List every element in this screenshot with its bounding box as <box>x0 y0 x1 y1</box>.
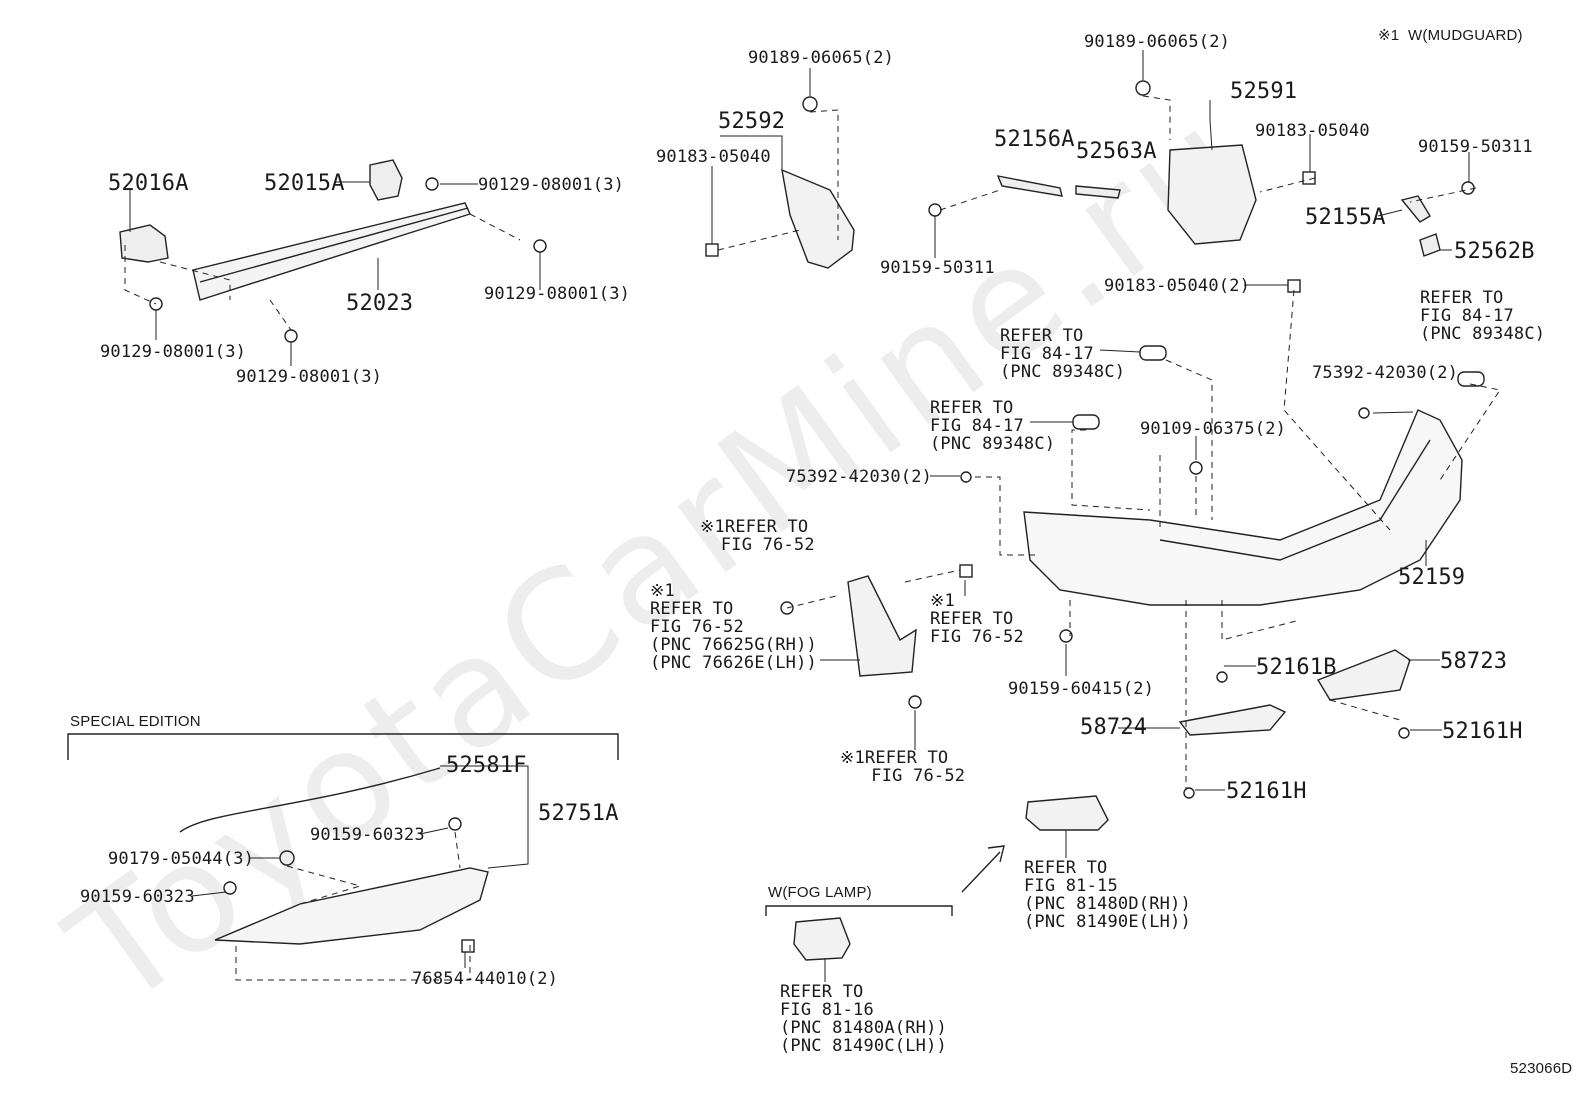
screw-90159-50311-b[interactable]: 90159-50311 <box>1418 137 1533 157</box>
screw-icon <box>1216 671 1228 683</box>
screw-icon <box>928 203 942 217</box>
clip-90183-05040-a[interactable]: 90183-05040 <box>656 147 771 167</box>
part-52023[interactable]: 52023 <box>346 291 414 316</box>
clip-icon <box>705 243 719 257</box>
part-52161B[interactable]: 52161B <box>1256 655 1337 680</box>
bolt-90129-08001-c[interactable]: 90129-08001(3) <box>100 342 247 362</box>
refer-fig-84-17-center[interactable]: REFER TO FIG 84-17 (PNC 89348C) <box>1000 326 1126 382</box>
refer-fig-81-16[interactable]: REFER TO FIG 81-16 (PNC 81480A(RH)) (PNC… <box>780 982 947 1056</box>
refer-fig-76-52-d[interactable]: ※1REFER TO FIG 76-52 <box>840 748 966 786</box>
parking-sensor-icon <box>1457 371 1485 387</box>
refer-fig-81-15[interactable]: REFER TO FIG 81-15 (PNC 81480D(RH)) (PNC… <box>1024 858 1191 932</box>
part-52155A[interactable]: 52155A <box>1305 205 1386 230</box>
part-58724[interactable]: 58724 <box>1080 715 1148 740</box>
clip-icon <box>959 564 973 578</box>
screw-90159-60323-b[interactable]: 90159-60323 <box>80 887 195 907</box>
under-cover-58724 <box>1178 704 1287 736</box>
side-bracket-52592 <box>781 168 855 269</box>
side-bracket-52591 <box>1167 144 1257 245</box>
retainer-52156A <box>996 175 1063 197</box>
screw-90159-60323-a[interactable]: 90159-60323 <box>310 825 425 845</box>
clip-90183-05040-b[interactable]: 90183-05040 <box>1255 121 1370 141</box>
bolt-icon <box>425 177 439 191</box>
parking-sensor-icon <box>1139 345 1167 361</box>
fog-lamp-bracket <box>765 905 953 916</box>
bolt-90109-06375[interactable]: 90109-06375(2) <box>1140 419 1287 439</box>
bolt-90129-08001-b[interactable]: 90129-08001(3) <box>484 284 631 304</box>
bolt-90129-08001-d[interactable]: 90129-08001(3) <box>236 367 383 387</box>
rivet-icon <box>960 471 972 483</box>
part-52592[interactable]: 52592 <box>718 109 786 134</box>
clip-52562B <box>1419 233 1441 257</box>
fog-lamp-bezel <box>793 917 851 961</box>
part-58723[interactable]: 58723 <box>1440 649 1508 674</box>
screw-icon <box>780 601 794 615</box>
screw-90159-60415[interactable]: 90159-60415(2) <box>1008 679 1155 699</box>
screw-icon <box>223 881 237 895</box>
nut-90179-05044[interactable]: 90179-05044(3) <box>108 849 255 869</box>
garnish-wire-52581F <box>179 767 441 833</box>
clip-90189-06065-a[interactable]: 90189-06065(2) <box>748 48 895 68</box>
part-52563A[interactable]: 52563A <box>1076 139 1157 164</box>
part-52591[interactable]: 52591 <box>1230 79 1298 104</box>
bolt-icon <box>533 239 547 253</box>
part-52562B[interactable]: 52562B <box>1454 239 1535 264</box>
refer-fig-84-17-right[interactable]: REFER TO FIG 84-17 (PNC 89348C) <box>1420 288 1546 344</box>
rivet-icon <box>1358 407 1370 419</box>
clip-90183-05040-2[interactable]: 90183-05040(2) <box>1104 276 1251 296</box>
bracket-52155A <box>1400 195 1431 223</box>
rivet-75392-42030-a[interactable]: 75392-42030(2) <box>1312 363 1459 383</box>
refer-fig-76-52-mudguard[interactable]: ※1 REFER TO FIG 76-52 (PNC 76625G(RH)) (… <box>650 581 817 673</box>
bracket-52016A <box>119 224 169 263</box>
screw-icon <box>448 817 462 831</box>
mudguard-icon <box>847 575 917 677</box>
fog-lamp-title: W(FOG LAMP) <box>768 884 872 901</box>
refer-fig-84-17-left[interactable]: REFER TO FIG 84-17 (PNC 89348C) <box>930 398 1056 454</box>
screw-icon <box>1398 727 1410 739</box>
bolt-icon <box>1189 461 1203 475</box>
clip-90189-06065-b[interactable]: 90189-06065(2) <box>1084 32 1231 52</box>
screw-90159-50311-a[interactable]: 90159-50311 <box>880 258 995 278</box>
refer-fig-76-52-a[interactable]: ※1REFER TO FIG 76-52 <box>700 517 815 555</box>
part-52161H-b[interactable]: 52161H <box>1226 779 1307 804</box>
bolt-icon <box>284 329 298 343</box>
clip-76854-44010[interactable]: 76854-44010(2) <box>412 969 559 989</box>
nut-icon <box>279 850 295 866</box>
special-edition-title: SPECIAL EDITION <box>70 713 201 730</box>
diagram-code: 523066D <box>1510 1060 1573 1077</box>
bumper-cover-52159 <box>1023 409 1463 606</box>
rivet-75392-42030-b[interactable]: 75392-42030(2) <box>786 467 933 487</box>
clip-icon <box>1135 80 1151 96</box>
part-52156A[interactable]: 52156A <box>994 127 1075 152</box>
part-52581F[interactable]: 52581F <box>446 753 527 778</box>
part-52015A[interactable]: 52015A <box>264 171 345 196</box>
fog-lamp-bezel <box>1025 795 1109 831</box>
bolt-90129-08001-a[interactable]: 90129-08001(3) <box>478 175 625 195</box>
special-edition-bracket <box>67 733 619 760</box>
clip-icon <box>802 96 818 112</box>
reinforcement-beam-52023 <box>192 202 471 301</box>
screw-icon <box>908 695 922 709</box>
under-cover-58723 <box>1316 649 1411 701</box>
screw-icon <box>1059 629 1073 643</box>
mudguard-note: ※1 W(MUDGUARD) <box>1378 27 1523 44</box>
arrow-icon <box>961 845 1005 893</box>
bracket-52015A <box>369 159 403 201</box>
lower-garnish-52751A <box>214 867 489 945</box>
part-52751A[interactable]: 52751A <box>538 801 619 826</box>
part-52016A[interactable]: 52016A <box>108 171 189 196</box>
part-52161H-a[interactable]: 52161H <box>1442 719 1523 744</box>
screw-icon <box>1183 787 1195 799</box>
retainer-52563A <box>1075 185 1121 199</box>
clip-icon <box>461 939 475 953</box>
refer-fig-76-52-c[interactable]: ※1 REFER TO FIG 76-52 <box>930 591 1024 647</box>
part-52159[interactable]: 52159 <box>1398 565 1466 590</box>
parking-sensor-icon <box>1072 414 1100 430</box>
screw-icon <box>1461 181 1475 195</box>
